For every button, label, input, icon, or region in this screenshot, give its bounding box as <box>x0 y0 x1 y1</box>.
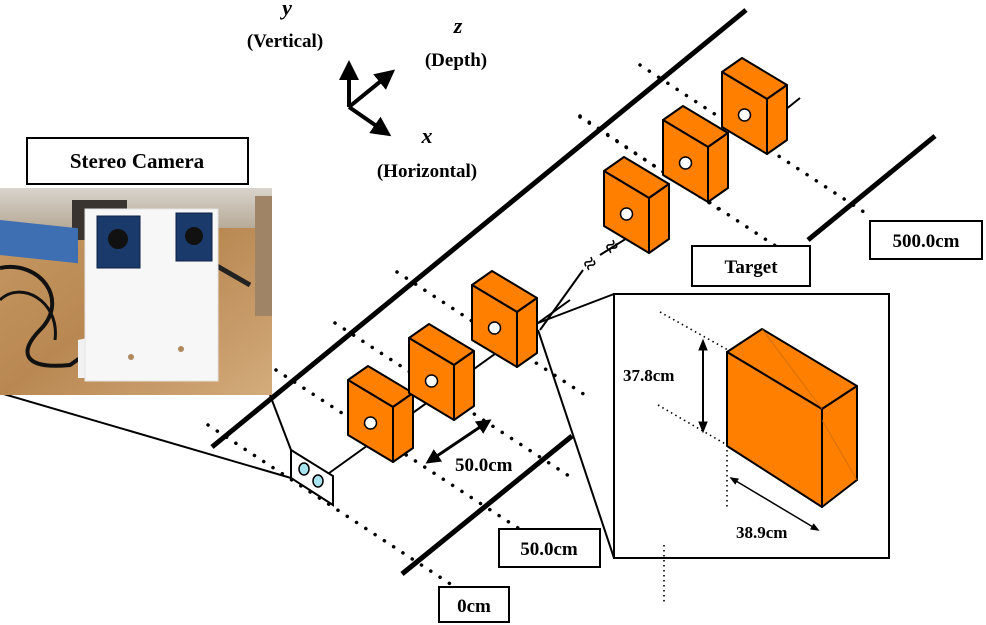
spacing-label: 50.0cm <box>455 455 513 476</box>
target-width-label: 38.9cm <box>736 523 787 542</box>
width-arrow-icon <box>729 477 820 531</box>
zoom-leader-top <box>537 293 615 324</box>
z-axis-arrow-icon <box>347 69 396 109</box>
coordinate-axes: y (Vertical) z (Depth) x (Horizontal) <box>247 0 487 182</box>
distance-box-500: 500.0cm <box>869 220 983 260</box>
target-center-marker-icon <box>424 374 439 388</box>
x-axis-name: (Horizontal) <box>377 161 477 182</box>
camera-lens-left-icon <box>298 462 310 476</box>
target-title-box: Target <box>691 245 811 287</box>
target-cubes <box>347 57 788 463</box>
camera-leader-line-2 <box>0 392 292 479</box>
cube-side-face <box>392 392 414 463</box>
target-cube-4 <box>603 156 670 254</box>
target-cube-5 <box>662 105 729 203</box>
stereo-camera-title: Stereo Camera <box>70 149 205 173</box>
camera-leader-line-1 <box>269 394 292 451</box>
y-axis-name: (Vertical) <box>247 31 323 52</box>
camera-device <box>0 392 334 507</box>
z-axis-name: (Depth) <box>425 50 487 71</box>
target-cube-2 <box>408 323 475 421</box>
cube-side-face <box>453 350 475 421</box>
target-center-marker-icon <box>619 207 634 221</box>
cube-side-face <box>766 84 788 155</box>
target-cube-3 <box>471 270 538 368</box>
sight-line-gap <box>539 269 584 331</box>
distance-box-0: 0cm <box>438 586 510 623</box>
target-height-label: 37.8cm <box>623 366 674 385</box>
target-center-marker-icon <box>678 156 693 170</box>
distance-label-50: 50.0cm <box>520 539 578 560</box>
target-title: Target <box>724 257 778 278</box>
z-axis-letter: z <box>453 13 463 38</box>
zoom-leader-bottom <box>537 329 615 559</box>
cube-side-face <box>648 183 670 254</box>
lower-boundary-line-near <box>400 434 574 576</box>
x-axis-letter: x <box>421 123 433 148</box>
camera-lens-right-icon <box>312 474 324 488</box>
target-magnified-cube <box>726 328 858 508</box>
x-axis-arrow-icon <box>347 105 392 137</box>
distance-label-0: 0cm <box>457 596 491 617</box>
target-center-marker-icon <box>487 321 502 335</box>
stereo-camera-title-box: Stereo Camera <box>26 137 249 185</box>
distance-line-0cm <box>206 423 460 591</box>
cube-side-face <box>707 132 729 203</box>
height-guide-bottom <box>657 404 728 446</box>
lower-boundary-line-far <box>806 134 937 242</box>
distance-label-500: 500.0cm <box>892 231 959 252</box>
y-axis-letter: y <box>279 0 292 20</box>
spacing-arrow-icon <box>425 419 492 464</box>
stereo-camera-photo <box>0 188 272 395</box>
target-center-marker-icon <box>363 416 378 430</box>
target-center-marker-icon <box>737 108 752 122</box>
distance-box-50: 50.0cm <box>498 528 601 568</box>
camera-body <box>290 448 334 507</box>
upper-boundary-line <box>210 8 748 449</box>
target-cube-1 <box>347 365 414 463</box>
right-camera-module <box>175 212 213 262</box>
target-cube-6 <box>721 57 788 155</box>
distance-line-500cm <box>638 63 872 218</box>
cube-side-face <box>516 297 538 368</box>
